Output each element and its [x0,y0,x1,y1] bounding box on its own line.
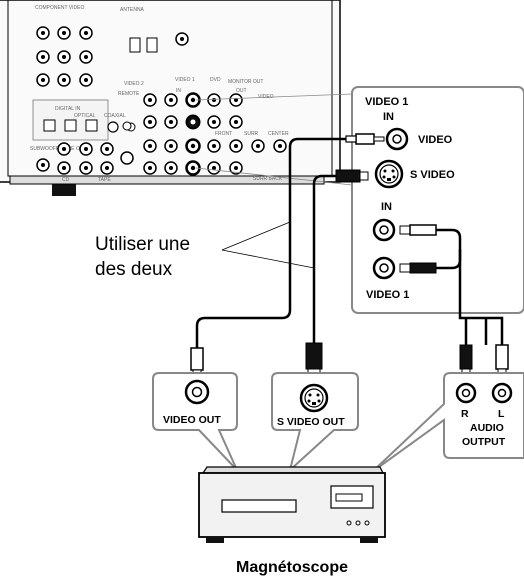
receiver-rear-panel: COMPONENT VIDEO ANTENNA DIGITAL IN OPTIC… [0,0,341,196]
audio-output-callout: R L AUDIO OUTPUT [371,372,524,473]
audio-in-jack-bottom [372,256,396,280]
device-name: Magnétoscope [236,559,348,576]
video-input-jacks: REMOTE VIDEO 2 VIDEO 1 DVD MONITOR OUT V… [118,77,289,182]
audio-in-jack-top [372,218,396,242]
video1-panel-title: VIDEO 1 [365,96,408,108]
tape-label: TAPE [98,177,111,183]
audio-in-label: IN [381,201,392,213]
video-jack-label: VIDEO [418,134,453,146]
antenna-terminals: ANTENNA [120,7,189,53]
in-receiver-label: IN [176,88,181,94]
digital-in-label: DIGITAL IN [55,106,81,112]
video2-label: VIDEO 2 [124,81,144,87]
component-video-label: COMPONENT VIDEO [35,5,84,11]
audio-output-label-1: AUDIO [470,422,504,434]
note-line-1: Utiliser une [95,234,190,255]
use-one-note: Utiliser une des deux [95,221,315,280]
svideo-out-callout: S VIDEO OUT [271,372,359,473]
remote-label: REMOTE [118,91,140,97]
svideo-in-jack [374,159,404,189]
video1-panel-bottom-label: VIDEO 1 [366,289,409,301]
coaxial-label: COAXIAL [104,113,126,119]
svideo-jack-label: S VIDEO [410,169,455,181]
video-in-jack [385,127,409,151]
center-label: CENTER [268,131,289,137]
antenna-label: ANTENNA [120,7,145,13]
monitor-out-label: MONITOR OUT [228,79,263,85]
surr-back-label: SURR BACK [253,176,283,182]
dvd-label: DVD [210,77,221,83]
vcr-device [198,466,386,543]
svideo-out-label: S VIDEO OUT [277,416,345,428]
front-label: FRONT [215,131,232,137]
audio-l-label: L [498,408,505,420]
video-out-label: VIDEO OUT [163,414,221,426]
digital-in-jacks: DIGITAL IN OPTICAL COAXIAL [32,99,136,141]
audio-output-label-2: OUTPUT [462,436,506,448]
video1-panel-in-label: IN [383,111,394,123]
video-out-callout: VIDEO OUT [152,372,238,471]
video1-receiver-label: VIDEO 1 [175,77,195,83]
surr-label: SURR [244,131,259,137]
note-line-2: des deux [95,259,173,280]
cd-label: CD [62,177,70,183]
optical-label: OPTICAL [74,113,96,119]
component-video-jacks: COMPONENT VIDEO [35,5,93,87]
video1-panel: VIDEO 1 IN VIDEO S VIDEO IN VIDEO 1 [195,86,524,314]
audio-jacks-left: SUBWOOFER PRE OUT CD TAPE [30,121,134,183]
out-receiver-label: OUT [236,88,247,94]
audio-r-label: R [461,408,469,420]
